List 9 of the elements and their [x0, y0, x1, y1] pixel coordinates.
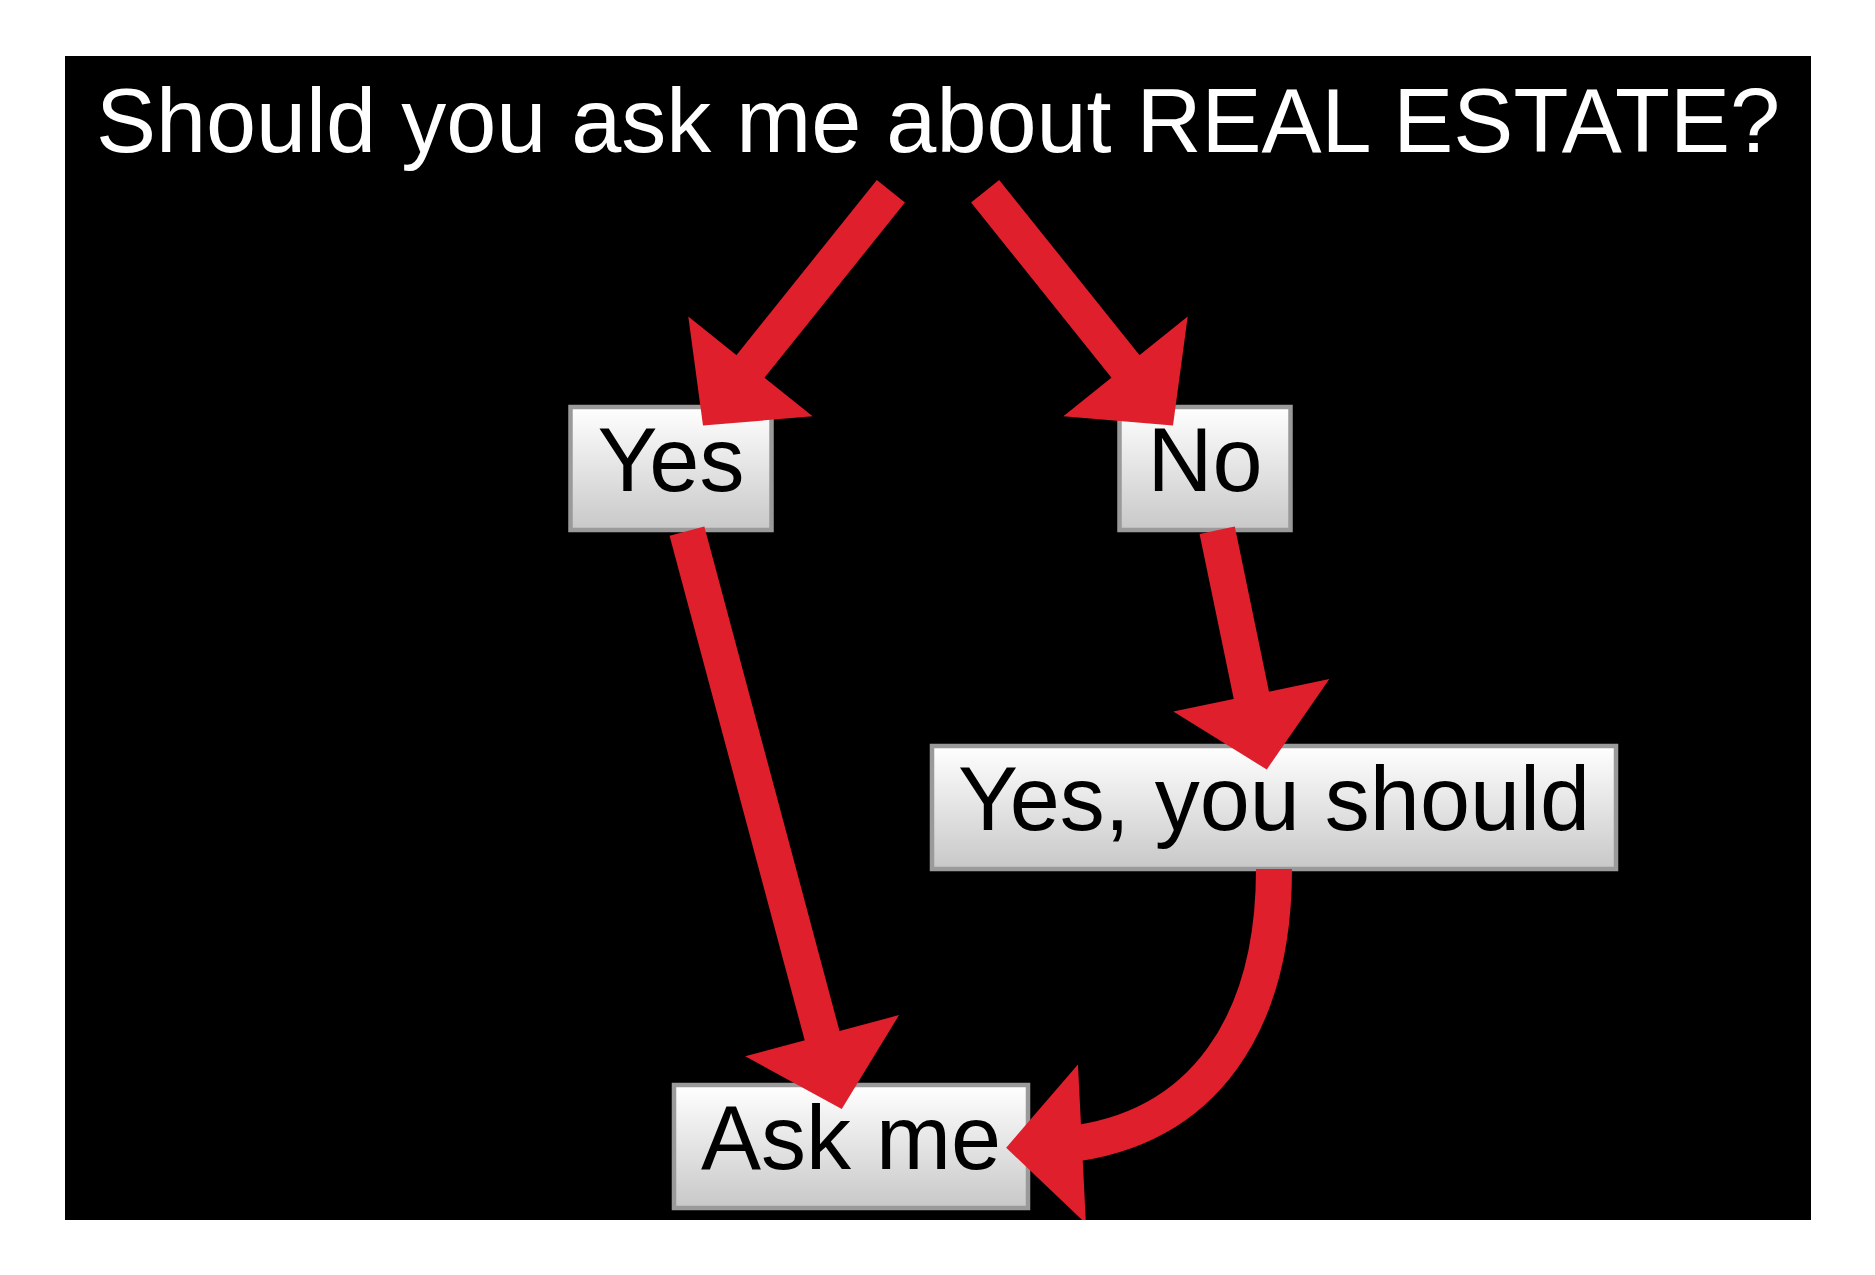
- node-box: Yes, you should: [929, 743, 1618, 871]
- node-text: Should you ask me about REAL ESTATE?: [95, 70, 1780, 171]
- arrow: [1172, 526, 1329, 770]
- node-box: No: [1116, 404, 1293, 532]
- arrow: [687, 179, 905, 426]
- arrow: [970, 179, 1188, 426]
- arrow: [1005, 867, 1292, 1220]
- node-box: Ask me: [671, 1082, 1030, 1210]
- node-box: Yes: [567, 404, 774, 532]
